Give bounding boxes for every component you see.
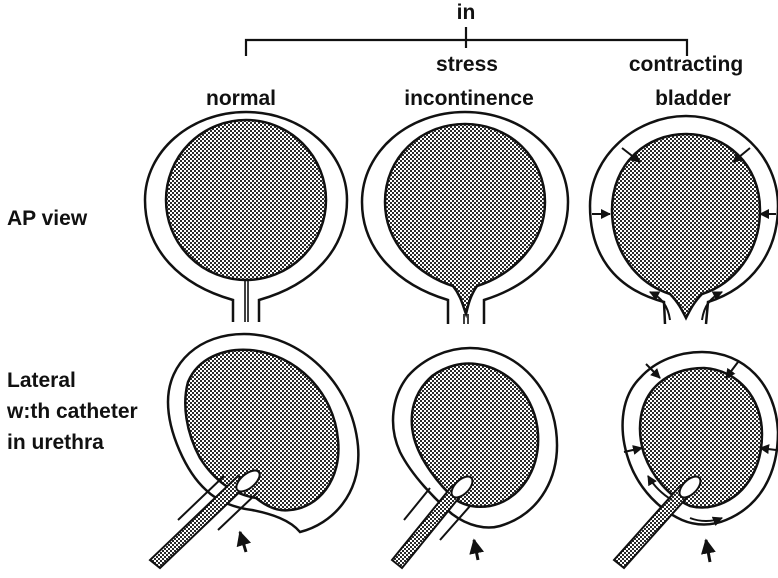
column-contracting-label-line2: bladder [655,88,731,109]
ap-stress-bladder [362,112,568,324]
lateral-contracting-bladder [614,352,778,568]
column-contracting-label-line1: contracting [629,54,743,75]
row-lateral-label-line2: w:th catheter [7,401,138,422]
lateral-normal-bladder [150,334,358,568]
column-stress-label-line2: incontinence [404,88,534,109]
heading-label: in [457,2,476,23]
heading-bracket [246,27,687,56]
ap-contracting-bladder [590,116,778,324]
row-lateral-label-line1: Lateral [7,370,76,391]
lateral-stress-bladder [392,348,557,568]
column-stress-label-line1: stress [436,54,498,75]
row-ap-label: AP view [7,208,87,229]
ap-normal-bladder [145,112,347,322]
row-lateral-label-line3: in urethra [7,432,104,453]
column-normal-label: normal [206,88,276,109]
